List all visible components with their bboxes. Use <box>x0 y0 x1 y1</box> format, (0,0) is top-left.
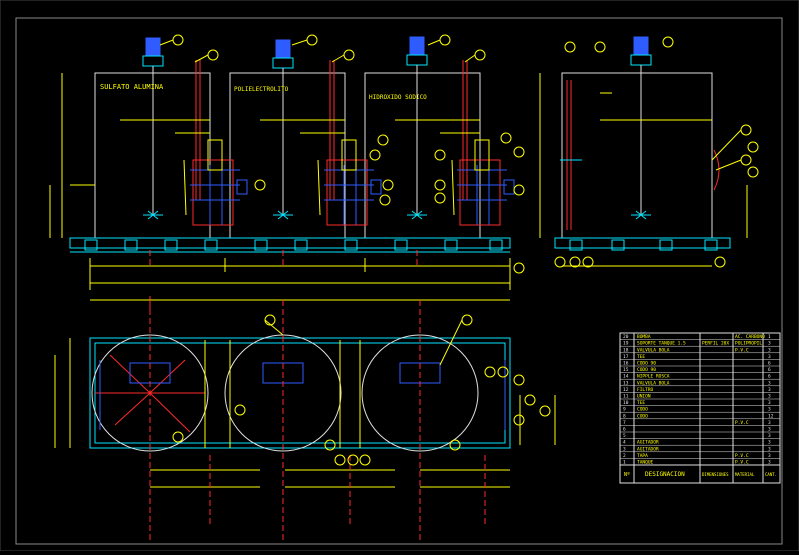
parts-row-designation: CODO 90 <box>637 361 656 367</box>
parts-row-designation: CODO 90 <box>637 367 656 373</box>
parts-row-number: 14 <box>623 374 629 380</box>
side-elevation-view <box>539 65 748 267</box>
header-designation: DESIGNACION <box>645 471 685 478</box>
parts-row-material: P.V.C <box>735 460 749 466</box>
parts-row-quantity: 3 <box>768 427 771 433</box>
parts-row-designation: VALVULA BOLA <box>637 380 670 386</box>
tank-2-label: POLIELECTROLITO <box>234 86 289 93</box>
parts-row-number: 2 <box>623 453 626 459</box>
parts-row-number: 19 <box>623 341 629 347</box>
parts-row-number: 18 <box>623 347 629 353</box>
parts-row-quantity: 3 <box>768 433 771 439</box>
agitator-motor-3 <box>409 36 425 56</box>
parts-row-designation: FILTRO <box>637 387 654 393</box>
parts-row-material: P.V.C <box>735 453 749 459</box>
parts-row-number: 20 <box>623 334 629 340</box>
plan-tank-1 <box>91 334 209 452</box>
parts-row-designation: CODO <box>637 413 648 419</box>
parts-row-number: 6 <box>623 427 626 433</box>
parts-row-number: 1 <box>623 460 626 466</box>
parts-row-designation: TEE <box>637 354 645 360</box>
parts-row-quantity: 6 <box>768 367 771 373</box>
parts-row-number: 12 <box>623 387 629 393</box>
parts-row-designation: NIPPLE ROSCA <box>637 374 670 380</box>
header-material: MATERIAL <box>735 472 755 477</box>
parts-row-dimension: PERFIL 20X <box>702 341 729 347</box>
parts-row-quantity: 6 <box>768 361 771 367</box>
piping-assemblies <box>192 60 501 226</box>
parts-row-quantity: 6 <box>768 374 771 380</box>
parts-row-number: 7 <box>623 420 626 426</box>
parts-row-quantity: 3 <box>768 387 771 393</box>
agitator-motor-1 <box>145 37 161 57</box>
parts-row-designation: VALVULA BOLA <box>637 347 670 353</box>
parts-row-quantity: 1 <box>768 334 771 340</box>
plan-view <box>54 299 556 540</box>
parts-row-material: POLIPROPIL <box>735 341 762 347</box>
parts-row-designation: TANQUE <box>637 460 654 466</box>
parts-row-quantity: 3 <box>768 453 771 459</box>
parts-row-number: 8 <box>623 413 626 419</box>
parts-row-quantity: 3 <box>768 354 771 360</box>
parts-row-designation: AGITADOR <box>637 446 659 452</box>
parts-row-material: P.V.C <box>735 347 749 353</box>
parts-row-number: 17 <box>623 354 629 360</box>
parts-row-number: 10 <box>623 400 629 406</box>
agitator-motor-side <box>633 36 649 56</box>
parts-row-number: 5 <box>623 433 626 439</box>
front-elevation-view <box>49 36 652 312</box>
parts-row-quantity: 3 <box>768 347 771 353</box>
drawing-frame <box>15 17 783 545</box>
parts-row-designation: TAPA <box>637 453 648 459</box>
parts-row-designation: TEE <box>637 400 645 406</box>
parts-row-quantity: 3 <box>768 341 771 347</box>
parts-row-designation: SOPORTE TANQUE 1.5 <box>637 341 686 347</box>
plan-tank-3 <box>361 334 479 452</box>
parts-row-designation: UNION <box>637 394 651 400</box>
tank-1-label: SULFATO ALUMINA <box>100 83 164 91</box>
parts-row-number: 13 <box>623 380 629 386</box>
header-dimensions: DIMENSIONES <box>702 472 729 477</box>
header-quantity: CANT. <box>765 472 777 477</box>
parts-row-number: 4 <box>623 440 626 446</box>
parts-row-number: 11 <box>623 394 629 400</box>
plan-base-outline <box>89 337 511 449</box>
parts-row-quantity: 3 <box>768 420 771 426</box>
parts-row-designation: AGITADOR <box>637 440 659 446</box>
base-feet <box>84 239 503 251</box>
tank-3-label: HIDROXIDO SODICO <box>369 94 427 101</box>
parts-row-quantity: 3 <box>768 446 771 452</box>
parts-row-designation: BOMBA <box>637 334 651 340</box>
parts-row-quantity: 3 <box>768 380 771 386</box>
parts-row-quantity: 3 <box>768 394 771 400</box>
parts-row-number: 3 <box>623 446 626 452</box>
agitator-motor-2 <box>275 39 291 59</box>
parts-row-quantity: 12 <box>768 413 774 419</box>
parts-row-number: 9 <box>623 407 626 413</box>
parts-row-quantity: 3 <box>768 440 771 446</box>
header-number: Nº <box>624 472 630 478</box>
base-frame <box>69 237 511 249</box>
parts-row-material: AC. CARBONO <box>735 334 765 340</box>
parts-row-quantity: 3 <box>768 460 771 466</box>
parts-row-number: 15 <box>623 367 629 373</box>
item-balloons <box>172 34 759 466</box>
parts-row-number: 16 <box>623 361 629 367</box>
parts-row-designation: CODO <box>637 407 648 413</box>
parts-row-material: P.V.C <box>735 420 749 426</box>
parts-row-quantity: 3 <box>768 400 771 406</box>
parts-row-quantity: 3 <box>768 407 771 413</box>
